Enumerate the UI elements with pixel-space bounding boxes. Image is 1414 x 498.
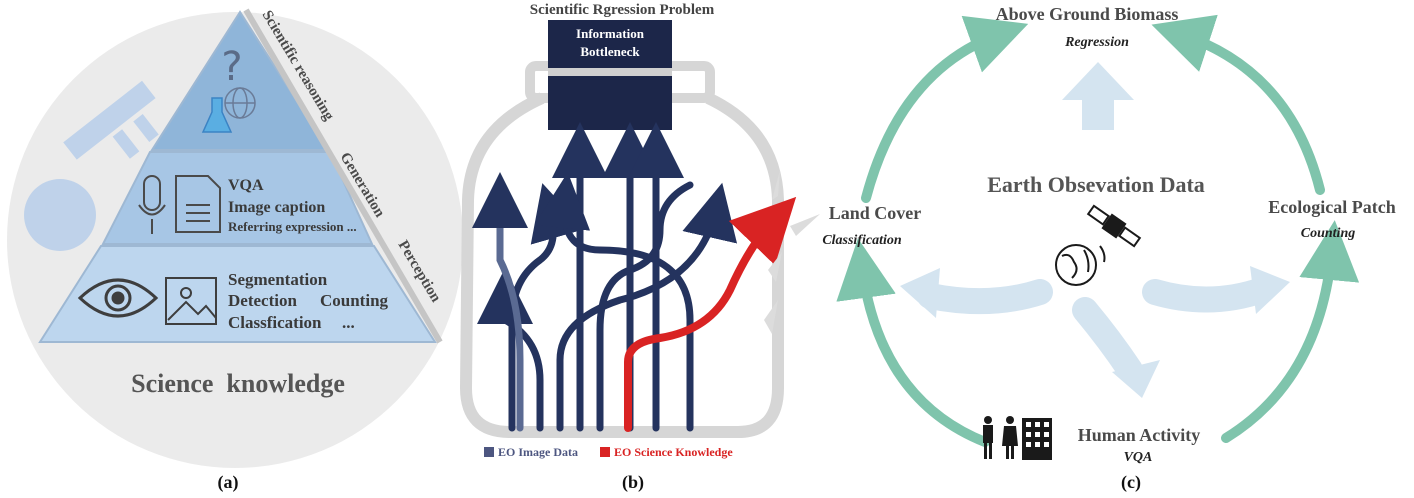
node-right-task: Counting: [1301, 226, 1355, 241]
node-right-name: Ecological Patch: [1268, 197, 1395, 217]
eye-icon: [77, 278, 159, 318]
node-top-task: Regression: [1064, 35, 1129, 50]
eo-image-data-flows: [477, 122, 738, 432]
satellite-earth-icon: [1055, 204, 1142, 286]
center-label: Earth Obsevation Data: [987, 172, 1205, 197]
middle-item-caption: Image caption: [228, 199, 325, 216]
regression-problem-title: Scientific Rgression Problem: [530, 2, 715, 18]
bottom-item-classfication: Classfication: [228, 313, 322, 332]
node-left-name: Land Cover: [829, 203, 922, 223]
pyramid-level-middle: [101, 151, 374, 245]
panel-a: ?: [7, 8, 463, 493]
bottleneck-label-1: Information: [576, 26, 645, 41]
bottleneck-label-2: Bottleneck: [580, 44, 640, 59]
legend-swatch-image: [484, 447, 494, 457]
caption-c: (c): [1121, 472, 1141, 493]
glass-shards: [764, 170, 820, 334]
panel-b: Scientific Rgression Problem Information…: [459, 2, 820, 493]
document-icon: [175, 175, 221, 233]
image-icon: [165, 277, 217, 325]
key-icon: [24, 80, 159, 251]
pyramid-level-top: [150, 10, 330, 151]
bottle-outline: [459, 92, 784, 438]
caption-b: (b): [622, 472, 644, 493]
caption-a: (a): [218, 472, 239, 493]
node-bottom-task: VQA: [1124, 450, 1153, 465]
eo-image-data-flows-light: [472, 172, 528, 432]
legend-swatch-knowledge: [600, 447, 610, 457]
bottom-item-ellipsis: ...: [342, 313, 355, 332]
cycle-ring: [836, 14, 1360, 447]
pyramid-level-bottom: [38, 245, 437, 343]
question-mark-icon: ?: [221, 44, 242, 90]
bottom-item-segmentation: Segmentation: [228, 270, 328, 289]
swirl-arrows: [917, 277, 1275, 383]
bottom-item-counting: Counting: [320, 291, 389, 310]
middle-item-vqa: VQA: [228, 177, 264, 194]
science-knowledge-label: Science knowledge: [131, 369, 345, 398]
legend-label-image: EO Image Data: [498, 445, 578, 459]
people-building-icon: [983, 416, 1052, 460]
bottom-item-detection: Detection: [228, 291, 297, 310]
panel-c: Above Ground Biomass Regression Land Cov…: [822, 4, 1395, 493]
middle-item-referring: Referring expression ...: [228, 219, 357, 234]
eo-science-knowledge-flow: [624, 196, 797, 432]
node-left-task: Classification: [822, 233, 902, 248]
flask-icon: [201, 97, 233, 133]
legend-label-knowledge: EO Science Knowledge: [614, 445, 733, 459]
pyramid-edge: [243, 8, 443, 344]
globe-icon: [224, 87, 256, 119]
node-bottom-name: Human Activity: [1078, 425, 1201, 445]
node-top-name: Above Ground Biomass: [996, 4, 1179, 24]
microphone-icon: [138, 175, 166, 234]
upward-arrow: [1062, 62, 1134, 130]
